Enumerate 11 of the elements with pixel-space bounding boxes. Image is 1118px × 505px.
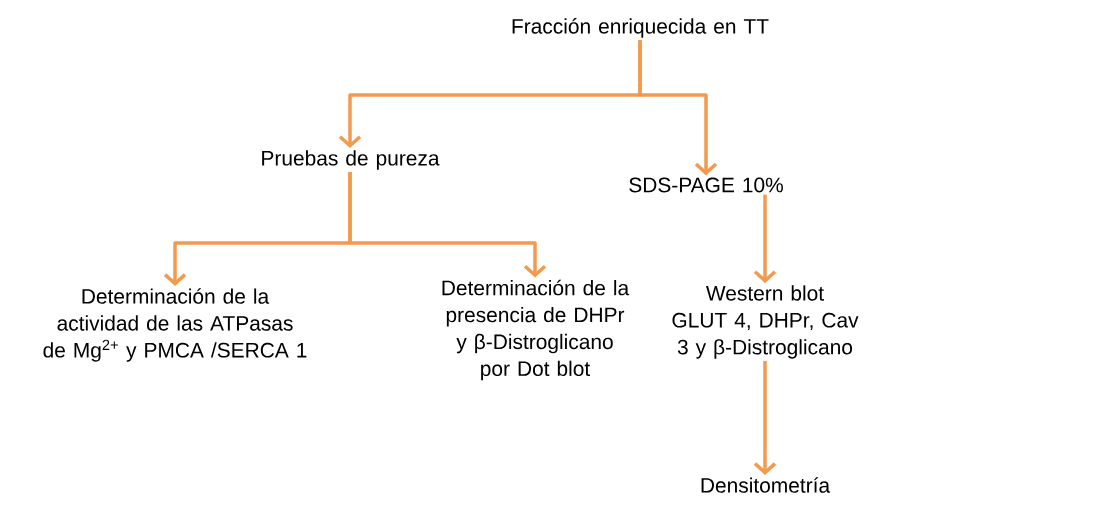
- step-text: Fracción enriquecida en TT: [512, 18, 769, 38]
- step-text: SDS-PAGE 10%: [629, 177, 783, 193]
- step-text: Determinación de la actividad de las ATPasas de Mg$^{2+}$ y PMCA /SERCA 1: [43, 288, 307, 362]
- step-text: Pruebas de pureza: [262, 150, 440, 170]
- step-text: Western blot GLUT 4, DHPr, Cav 3 y β-Distroglicano: [672, 285, 859, 359]
- arrow: [348, 171, 547, 278]
- step-text: Determinación de la presencia de DHPr y β-Distroglicano por Dot blot: [442, 279, 630, 381]
- step-text: Densitometría: [701, 477, 831, 493]
- arrow: [753, 360, 777, 475]
- arrow: [753, 194, 777, 284]
- arrow: [638, 40, 718, 176]
